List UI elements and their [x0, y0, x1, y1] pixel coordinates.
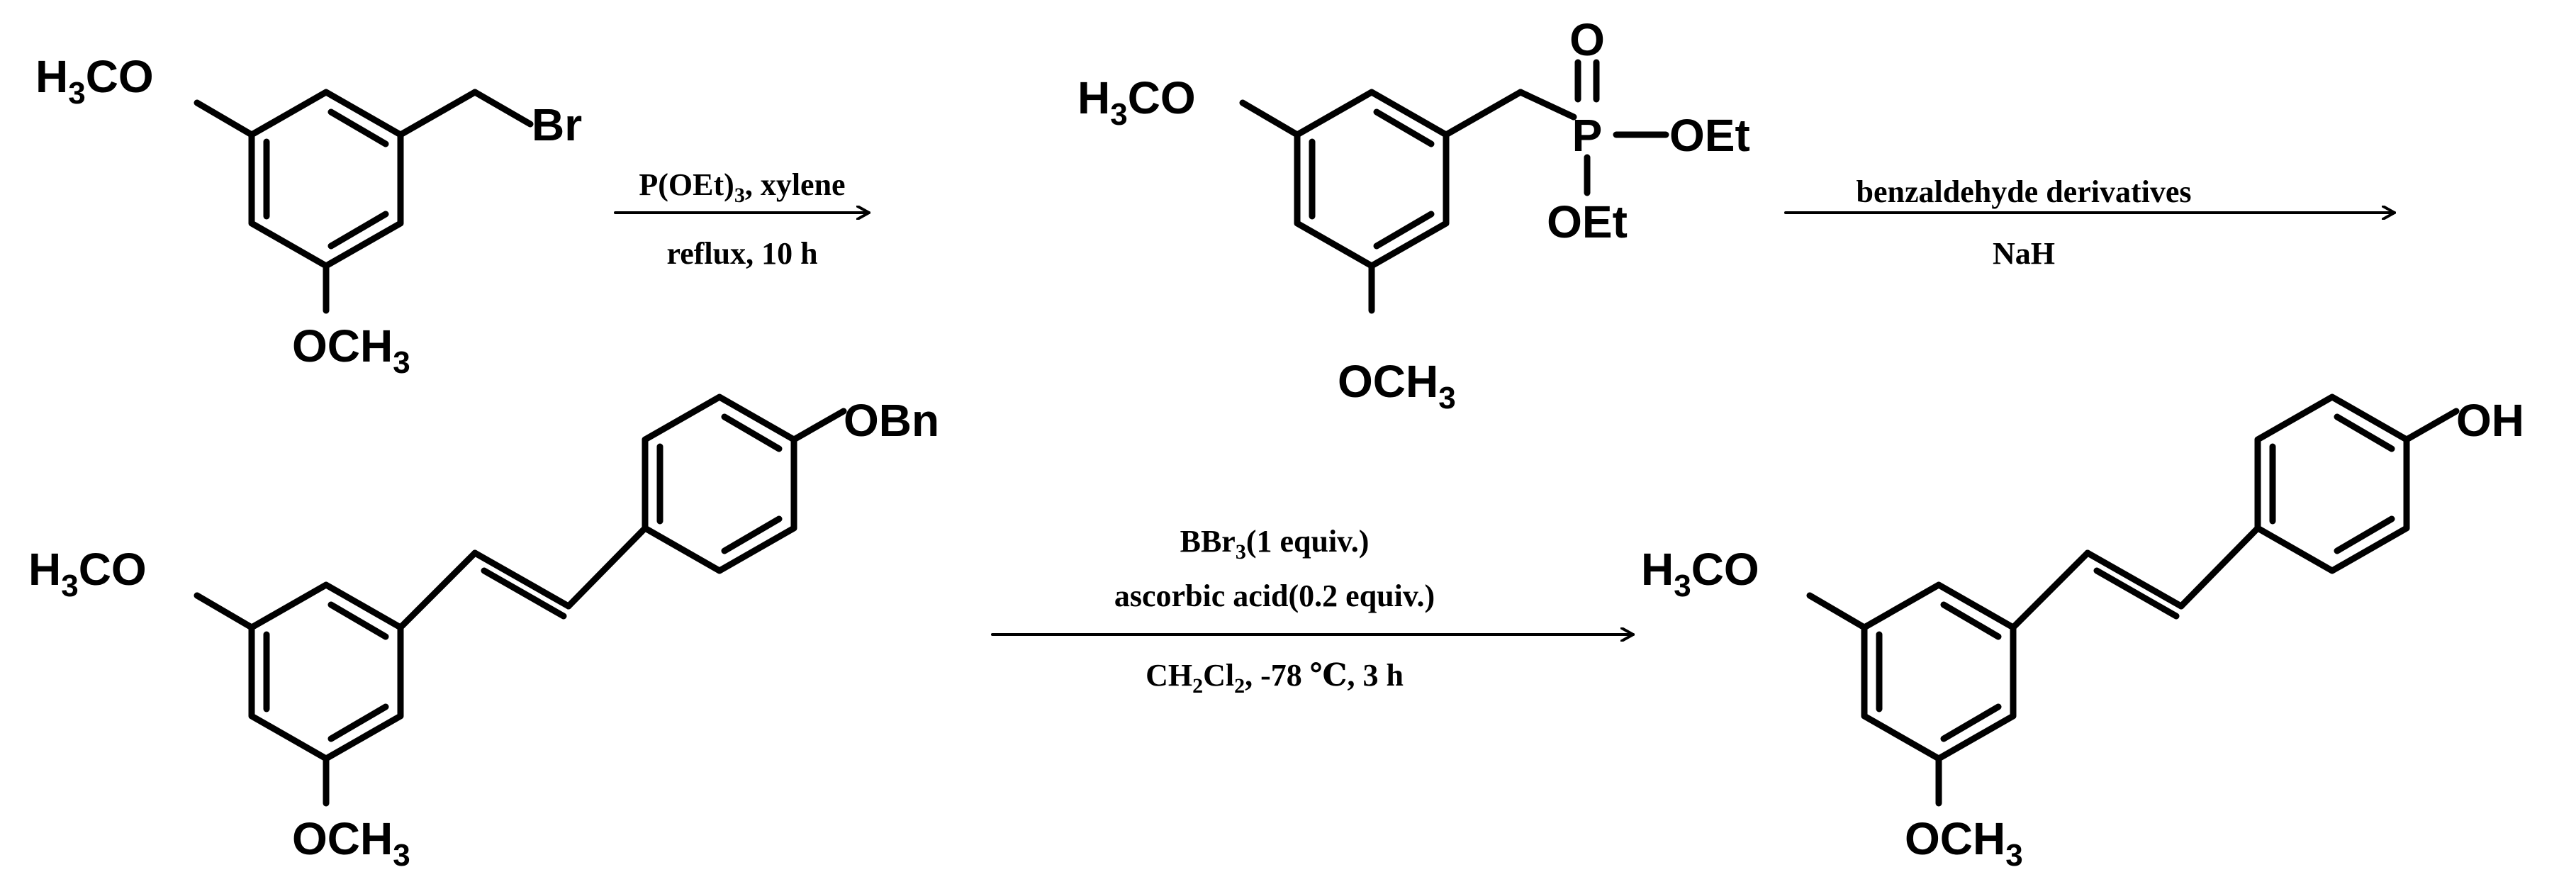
- ring-double-bond: [1940, 601, 2002, 640]
- methoxy-top-label: H3CO: [35, 51, 154, 111]
- compound-1-bonds: [194, 89, 534, 314]
- bromine-label: Br: [532, 99, 582, 150]
- ring-double-bond: [2334, 413, 2395, 452]
- obn-bond: [790, 408, 847, 443]
- methoxy-bottom-label: OCH3: [1905, 813, 2023, 873]
- vinyl-bond: [2010, 549, 2091, 631]
- ring-double-bond: [1940, 703, 2002, 742]
- ethoxy-right-label: OEt: [1669, 110, 1750, 161]
- phosphorus-label: P: [1572, 110, 1603, 161]
- hydroxyl-label: OH: [2456, 395, 2524, 446]
- methoxy-top-label: H3CO: [1641, 544, 1759, 603]
- ch2-bond: [397, 89, 478, 138]
- step3-reagent-line2: ascorbic acid(0.2 equiv.): [1114, 579, 1435, 613]
- vinyl-double-bond: [2084, 549, 2185, 610]
- ring-double-bond: [1373, 108, 1435, 147]
- step3-reagent-line1: BBr3(1 equiv.): [1180, 524, 1370, 564]
- step2-conditions: NaH: [1993, 236, 2055, 271]
- ch2-p-bond: [1517, 89, 1577, 121]
- reaction-arrow-3: BBr3(1 equiv.) ascorbic acid(0.2 equiv.)…: [991, 524, 1635, 698]
- methoxy-bottom-label: OCH3: [1338, 356, 1456, 415]
- vinyl-bond: [397, 549, 478, 631]
- vinyl-bond: [2178, 525, 2261, 610]
- ring-double-bond: [327, 108, 389, 147]
- compound-3-benzyl-stilbene: H3CO OCH3 OBn: [28, 393, 939, 873]
- oh-bond: [2403, 408, 2460, 443]
- vinyl-double-bond: [471, 549, 572, 610]
- step1-conditions: reflux, 10 h: [666, 236, 817, 271]
- benzene-ring-2: [2254, 393, 2410, 574]
- methoxy-bottom-label: OCH3: [292, 320, 410, 380]
- step3-conditions: CH2Cl2, -78 ℃, 3 h: [1146, 658, 1404, 698]
- vinyl-double-bond-inner: [481, 567, 567, 620]
- vinyl-bond: [565, 525, 649, 610]
- ring-double-bond: [1373, 211, 1435, 250]
- ring-double-bond: [2334, 515, 2395, 554]
- compound-2-phosphonate: H3CO OCH3 P O OEt OEt: [1077, 14, 1750, 415]
- compound-3-bonds: [194, 393, 847, 807]
- compound-4-hydroxy-stilbene: H3CO OCH3 OH: [1641, 393, 2524, 873]
- vinyl-double-bond-inner: [2093, 567, 2180, 620]
- benzene-ring: [1294, 89, 1450, 269]
- ome-top-bond: [1806, 592, 1868, 631]
- reaction-arrow-2: benzaldehyde derivatives NaH: [1784, 174, 2396, 271]
- benzene-ring: [248, 89, 404, 269]
- benzyloxy-label: OBn: [844, 395, 939, 446]
- benzene-ring-2: [642, 393, 797, 574]
- methoxy-bottom-label: OCH3: [292, 813, 410, 873]
- compound-1-benzyl-bromide: H3CO OCH3 Br: [35, 51, 582, 380]
- ch2-br-bond: [471, 89, 534, 128]
- step1-reagents: P(OEt)3, xylene: [639, 167, 845, 207]
- ethoxy-bottom-label: OEt: [1547, 196, 1628, 247]
- methoxy-top-label: H3CO: [28, 544, 147, 603]
- ring-double-bond: [327, 211, 389, 250]
- ome-top-bond: [194, 99, 255, 138]
- ch2-bond: [1443, 89, 1524, 138]
- step2-reagents: benzaldehyde derivatives: [1857, 174, 2192, 209]
- reaction-arrow-1: P(OEt)3, xylene reflux, 10 h: [614, 167, 870, 271]
- compound-4-bonds: [1806, 393, 2460, 807]
- ring-double-bond: [327, 703, 389, 742]
- benzene-ring: [1861, 581, 2017, 762]
- ome-top-bond: [1239, 99, 1301, 138]
- ring-double-bond: [721, 413, 783, 452]
- benzene-ring: [248, 581, 404, 762]
- ring-double-bond: [327, 601, 389, 640]
- ring-double-bond: [721, 515, 783, 554]
- ome-top-bond: [194, 592, 255, 631]
- compound-2-bonds: [1239, 59, 1669, 314]
- oxygen-label: O: [1569, 14, 1605, 65]
- methoxy-top-label: H3CO: [1077, 72, 1196, 132]
